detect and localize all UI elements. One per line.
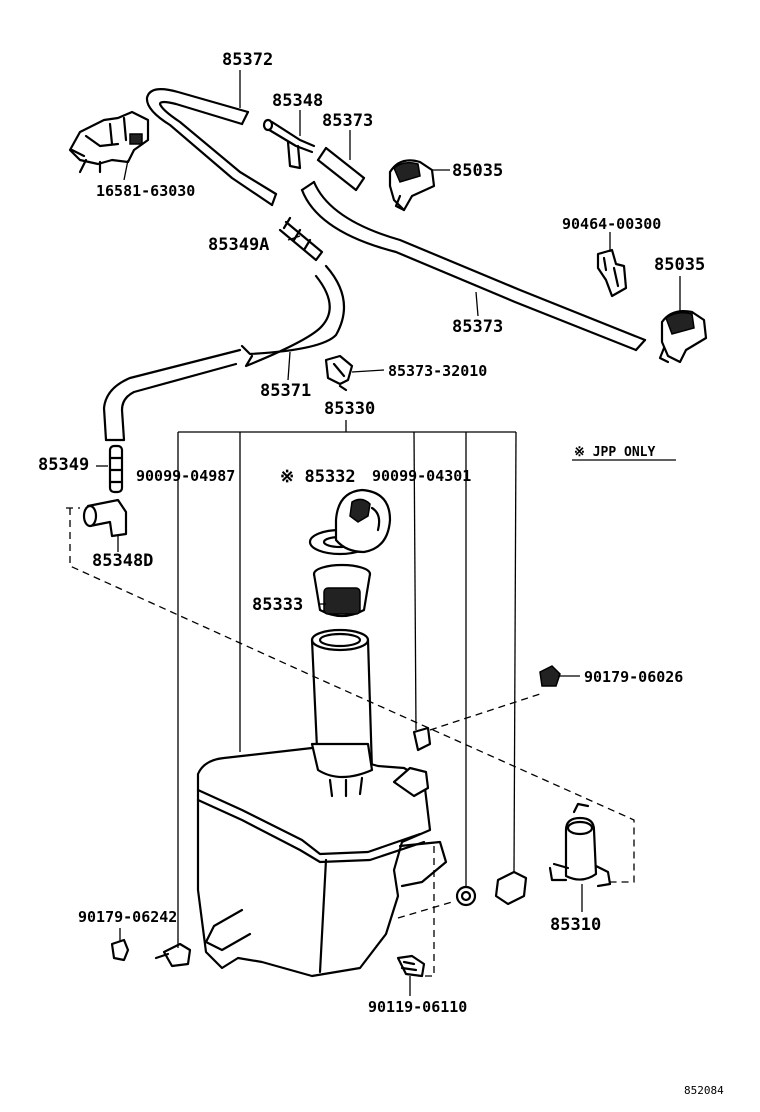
label-90179-06242: 90179-06242 [78, 908, 177, 926]
pump-85310 [548, 802, 612, 888]
strainer-85333 [312, 563, 372, 618]
elbow-85348D [82, 498, 128, 538]
hose-85371 [102, 264, 346, 442]
label-90099-04987: 90099-04987 [136, 467, 235, 485]
label-85348D: 85348D [92, 551, 153, 571]
label-85332: ※ 85332 [280, 467, 356, 487]
filler-neck [310, 628, 374, 772]
cap-85332 [308, 488, 392, 556]
hose-85372 [145, 87, 278, 207]
label-85372: 85372 [222, 50, 273, 70]
seal [494, 870, 528, 906]
washer-tank [196, 742, 448, 978]
bolt-90119-06110 [396, 954, 426, 978]
clip-90464-00300 [596, 248, 628, 298]
label-85035-a: 85035 [452, 161, 503, 181]
hose-85373-short [316, 146, 366, 192]
nozzle-85035-a [388, 159, 436, 212]
label-85310: 85310 [550, 915, 601, 935]
label-90099-04301: 90099-04301 [372, 467, 471, 485]
grommet [455, 885, 477, 907]
label-85330: 85330 [324, 399, 375, 419]
label-85348: 85348 [272, 91, 323, 111]
hose-85373-long [300, 180, 647, 352]
clamp-85373-32010 [324, 354, 354, 392]
diagram-code: 852084 [684, 1084, 724, 1097]
clip-90099-04301 [412, 726, 432, 752]
label-85373-top: 85373 [322, 111, 373, 131]
leader-lines [96, 70, 681, 996]
label-85333: 85333 [252, 595, 303, 615]
label-85349: 85349 [38, 455, 89, 475]
bracket-16581-63030 [68, 110, 150, 174]
clip-90179-06242 [110, 938, 130, 962]
label-85035-b: 85035 [654, 255, 705, 275]
label-85371: 85371 [260, 381, 311, 401]
grommet-90099-04987 [154, 942, 192, 968]
label-85373-32010: 85373-32010 [388, 362, 487, 380]
label-90464-00300: 90464-00300 [562, 215, 661, 233]
nozzle-85035-b [658, 310, 708, 364]
connector-85349A [278, 216, 324, 262]
label-85349A: 85349A [208, 235, 269, 255]
nut-90179-06026 [539, 665, 561, 687]
dashed-guides [66, 507, 635, 977]
label-85373-mid: 85373 [452, 317, 503, 337]
note-jpp-only: ※ JPP ONLY [574, 445, 656, 460]
connector-85349 [108, 444, 124, 494]
label-90119-06110: 90119-06110 [368, 998, 467, 1016]
label-16581-63030: 16581-63030 [96, 182, 195, 200]
label-90179-06026: 90179-06026 [584, 668, 683, 686]
joint-85348 [262, 118, 316, 170]
